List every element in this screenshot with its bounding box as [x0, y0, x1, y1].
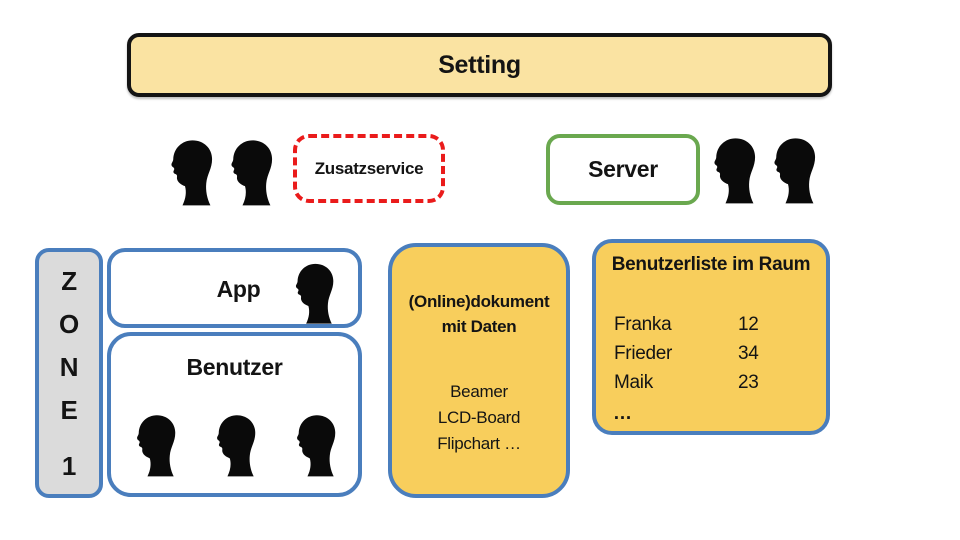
server-box: Server — [546, 134, 700, 205]
user-name: Maik — [614, 372, 653, 393]
zone-letter: N — [59, 352, 79, 382]
person-icon — [165, 137, 215, 207]
person-icon — [131, 411, 178, 479]
user-value: 23 — [738, 372, 759, 393]
zone-number: 1 — [61, 451, 77, 481]
person-icon — [225, 137, 275, 207]
setting-label: Setting — [438, 50, 521, 79]
person-group-right — [708, 135, 818, 205]
dokument-title-line2: mit Daten — [441, 317, 517, 336]
user-value: 12 — [738, 314, 759, 335]
zone-letter: O — [59, 309, 79, 339]
person-icon — [708, 135, 758, 205]
person-group-left — [165, 137, 275, 207]
person-icon — [290, 261, 336, 325]
list-item: Frieder 34 — [614, 339, 808, 368]
dokument-item: LCD-Board — [437, 408, 521, 427]
dokument-item-list: Beamer LCD-Board Flipchart … — [392, 379, 566, 457]
person-icon — [291, 411, 338, 479]
zone-letter: Z — [61, 266, 77, 296]
list-item: Franka 12 — [614, 310, 808, 339]
dokument-box: (Online)dokument mit Daten Beamer LCD-Bo… — [388, 243, 570, 498]
person-icon — [211, 411, 258, 479]
app-box: App — [107, 248, 362, 328]
dokument-item: Flipchart … — [437, 434, 521, 453]
benutzer-label: Benutzer — [186, 354, 283, 380]
dokument-title-line1: (Online)dokument — [408, 292, 550, 311]
zusatzservice-box: Zusatzservice — [293, 134, 445, 203]
benutzerliste-title: Benutzerliste im Raum — [611, 254, 811, 275]
server-label: Server — [588, 156, 658, 182]
benutzer-box: Benutzer — [107, 332, 362, 497]
benutzerliste-ellipsis: … — [613, 403, 632, 424]
user-name: Frieder — [614, 343, 673, 364]
benutzerliste-box: Benutzerliste im Raum Franka 12 Frieder … — [592, 239, 830, 435]
benutzerliste-rows: Franka 12 Frieder 34 Maik 23 — [596, 310, 826, 397]
dokument-item: Beamer — [450, 382, 508, 401]
zone-letter: E — [60, 395, 78, 425]
user-name: Franka — [614, 314, 672, 335]
person-icon — [768, 135, 818, 205]
zone-1-column: Z O N E 1 — [35, 248, 103, 498]
zusatzservice-label: Zusatzservice — [314, 158, 424, 178]
dokument-title: (Online)dokument mit Daten — [392, 289, 566, 339]
setting-box: Setting — [127, 33, 832, 97]
app-label: App — [216, 276, 261, 302]
list-item: Maik 23 — [614, 368, 808, 397]
user-value: 34 — [738, 343, 759, 364]
benutzer-person-group — [111, 411, 358, 479]
